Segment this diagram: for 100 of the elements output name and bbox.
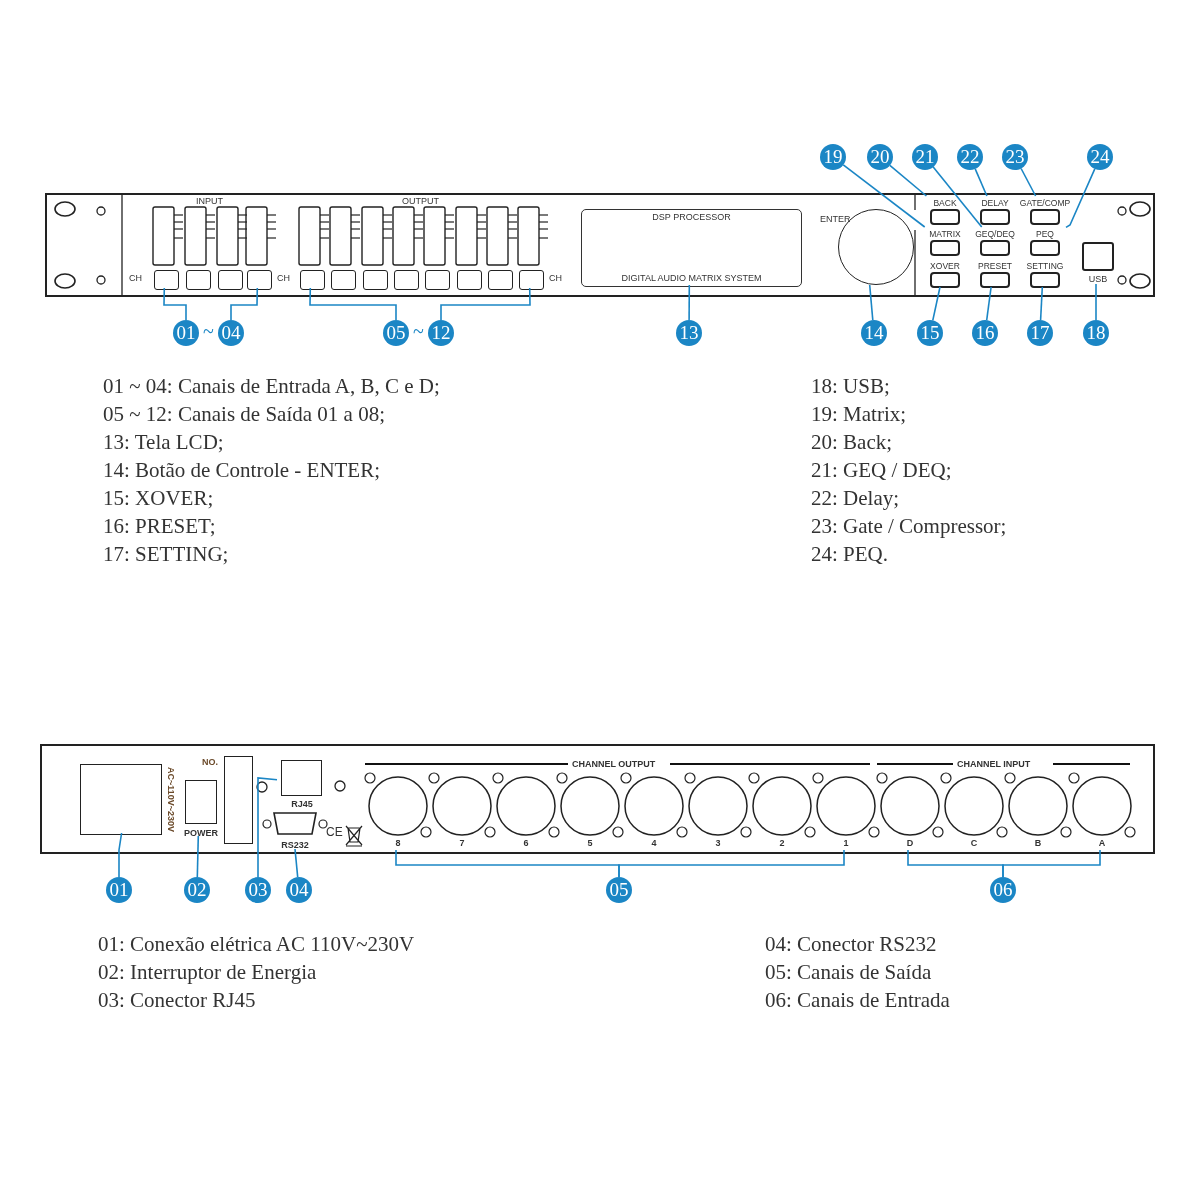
- legend-text: 21: GEQ / DEQ;: [811, 458, 952, 482]
- legend-text: 20: Back;: [811, 430, 893, 454]
- legend-text: 03: Conector RJ45: [98, 988, 256, 1012]
- channel-button: [425, 270, 450, 290]
- callout-number: 22: [957, 144, 983, 170]
- legend-text: 19: Matrix;: [811, 402, 907, 426]
- callout-number: 02: [184, 877, 210, 903]
- legend-text: 18: USB;: [811, 374, 890, 398]
- connector-number: 7: [458, 838, 466, 849]
- section-label: CHANNEL INPUT: [957, 759, 1031, 769]
- legend-text: 05 ~ 12: Canais de Saída 01 a 08;: [103, 402, 385, 426]
- button-label: MATRIX: [929, 229, 961, 239]
- port-label: USB: [1087, 274, 1109, 284]
- leader-line: [230, 287, 259, 321]
- callout-number: 05: [606, 877, 632, 903]
- legend-text: 24: PEQ.: [811, 542, 888, 566]
- callout-number: 06: [990, 877, 1016, 903]
- connector-number: 2: [778, 838, 786, 849]
- channel-button: [186, 270, 211, 290]
- callout-number: 13: [676, 320, 702, 346]
- leader-line: [868, 284, 874, 321]
- callout-number: 05: [383, 320, 409, 346]
- leader-line: [163, 287, 187, 321]
- legend-text: 13: Tela LCD;: [103, 430, 224, 454]
- legend-text: 15: XOVER;: [103, 486, 214, 510]
- screen-text: DSP PROCESSOR: [651, 212, 732, 222]
- leader-line: [1039, 286, 1044, 321]
- connector-number: B: [1033, 838, 1043, 849]
- channel-button: [394, 270, 419, 290]
- tilde-sign: ~: [413, 320, 424, 342]
- callout-number: 01: [106, 877, 132, 903]
- button-label: GATE/COMP: [1019, 198, 1071, 208]
- callout-number: 17: [1027, 320, 1053, 346]
- channel-button: [488, 270, 513, 290]
- button-label: SETTING: [1026, 261, 1064, 271]
- channel-button: [154, 270, 179, 290]
- ce-mark: CE: [326, 825, 343, 839]
- switch-label: POWER: [183, 828, 219, 838]
- connector-number: 1: [842, 838, 850, 849]
- channel-button: [218, 270, 243, 290]
- button-label: PRESET: [978, 261, 1012, 271]
- screen-text: DIGITAL AUDIO MATRIX SYSTEM: [620, 273, 763, 283]
- tilde-sign: ~: [203, 320, 214, 342]
- leader-line: [118, 832, 123, 878]
- leader-line: [309, 287, 397, 321]
- callout-number: 21: [912, 144, 938, 170]
- leader-line: [618, 849, 845, 878]
- callout-number: 04: [286, 877, 312, 903]
- leader-line: [294, 848, 299, 878]
- connector-number: C: [969, 838, 979, 849]
- legend-text: 23: Gate / Compressor;: [811, 514, 1007, 538]
- legend-text: 14: Botão de Controle - ENTER;: [103, 458, 381, 482]
- panel-label: CH: [549, 273, 562, 283]
- legend-text: 22: Delay;: [811, 486, 900, 510]
- leader-line: [842, 164, 926, 228]
- port-label: RJ45: [290, 799, 314, 809]
- channel-button: [457, 270, 482, 290]
- legend-text: 05: Canais de Saída: [765, 960, 932, 984]
- button-label: XOVER: [930, 261, 960, 271]
- leader-line: [257, 777, 278, 878]
- leader-line: [688, 284, 691, 321]
- connector-number: 4: [650, 838, 658, 849]
- lcd-screen: [581, 209, 802, 287]
- channel-button: [519, 270, 544, 290]
- leader-line: [985, 286, 992, 321]
- connector-number: 8: [394, 838, 402, 849]
- legend-text: 04: Conector RS232: [765, 932, 937, 956]
- connector-number: D: [905, 838, 915, 849]
- callout-number: 15: [917, 320, 943, 346]
- callout-number: 18: [1083, 320, 1109, 346]
- channel-button: [331, 270, 356, 290]
- rear-panel: [40, 744, 1155, 854]
- legend-text: 17: SETTING;: [103, 542, 229, 566]
- connector-number: 5: [586, 838, 594, 849]
- leader-line: [1065, 168, 1096, 229]
- legend-text: 01: Conexão elétrica AC 110V~230V: [98, 932, 415, 956]
- leader-line: [1095, 283, 1097, 321]
- connector-number: 6: [522, 838, 530, 849]
- legend-text: 16: PRESET;: [103, 514, 216, 538]
- voltage-label: AC~110V~230V: [166, 765, 176, 835]
- front-panel: [45, 193, 1155, 297]
- section-label: CHANNEL OUTPUT: [572, 759, 656, 769]
- callout-number: 19: [820, 144, 846, 170]
- knob-label: ENTER: [820, 214, 851, 224]
- panel-label: INPUT: [196, 196, 223, 206]
- leader-line: [440, 287, 531, 321]
- callout-number: 24: [1087, 144, 1113, 170]
- button-label: DELAY: [981, 198, 1009, 208]
- leader-line: [196, 835, 200, 878]
- callout-number: 16: [972, 320, 998, 346]
- connector-number: 3: [714, 838, 722, 849]
- legend-text: 02: Interruptor de Energia: [98, 960, 317, 984]
- callout-number: 20: [867, 144, 893, 170]
- leader-line: [1020, 167, 1037, 197]
- button-label: GEQ/DEQ: [975, 229, 1015, 239]
- button-label: BACK: [933, 198, 957, 208]
- callout-number: 12: [428, 320, 454, 346]
- panel-label: CH: [277, 273, 290, 283]
- callout-number: 01: [173, 320, 199, 346]
- leader-line: [889, 164, 928, 197]
